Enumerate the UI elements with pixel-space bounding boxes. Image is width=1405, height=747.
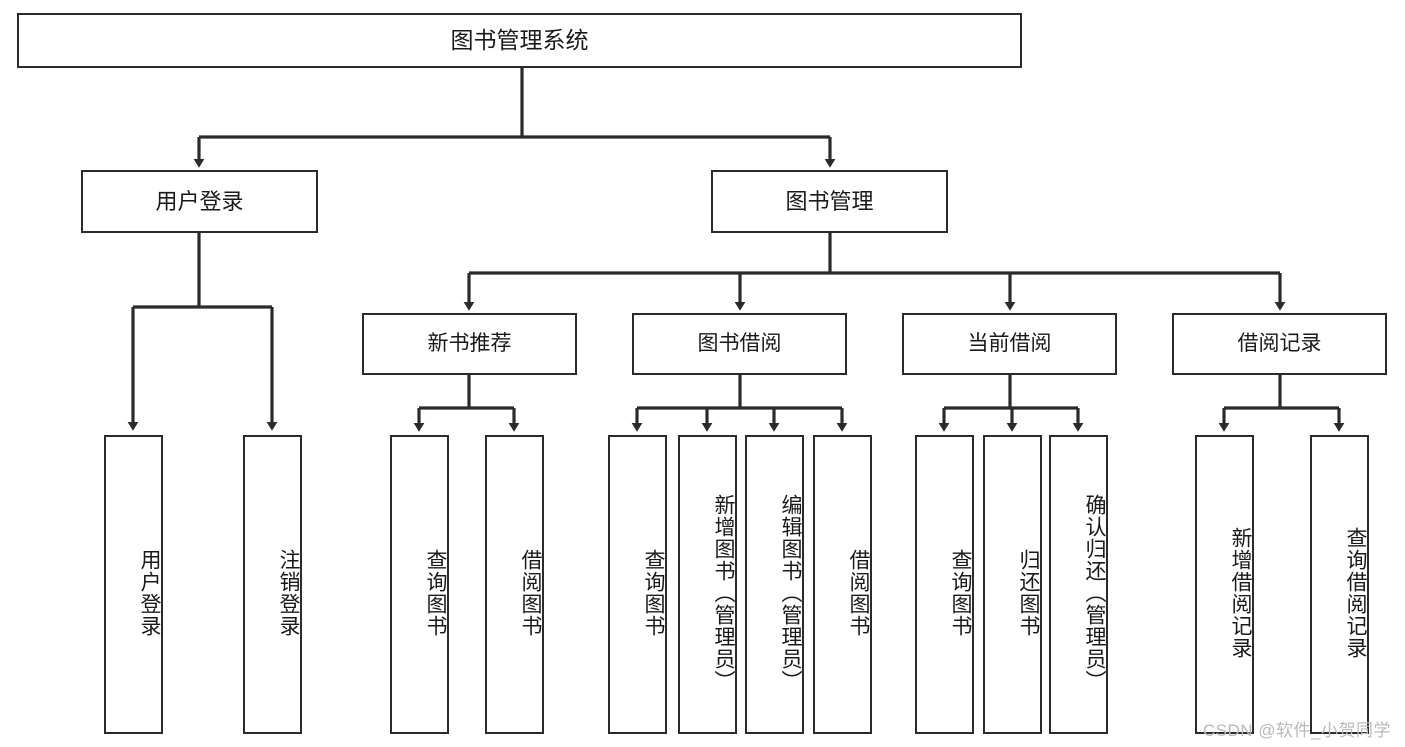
leaf-add-book[interactable]: 新增图书（管理员）: [678, 435, 737, 734]
node-label: 新书推荐: [427, 331, 512, 355]
node-label: 图书借阅: [697, 331, 782, 355]
leaf-add-borrow-record[interactable]: 新增借阅记录: [1195, 435, 1254, 734]
leaf-user-login[interactable]: 用户登录: [104, 435, 163, 734]
leaf-borrow-book-new-recommend[interactable]: 借阅图书: [485, 435, 544, 734]
node-label: 查询图书: [642, 548, 665, 637]
node-label: 用户登录: [155, 188, 244, 214]
node-label: 用户登录: [138, 548, 161, 637]
node-label: 确认归还（管理员）: [1083, 493, 1106, 692]
node-current-borrow[interactable]: 当前借阅: [902, 313, 1117, 375]
leaf-return-book[interactable]: 归还图书: [983, 435, 1042, 734]
node-label: 图书管理系统: [450, 26, 589, 53]
node-label: 注销登录: [277, 548, 300, 637]
node-label: 借阅图书: [519, 548, 542, 637]
leaf-borrow-book-borrow[interactable]: 借阅图书: [813, 435, 872, 734]
node-label: 编辑图书（管理员）: [779, 493, 802, 692]
leaf-query-book-borrow[interactable]: 查询图书: [608, 435, 667, 734]
leaf-logout-login[interactable]: 注销登录: [243, 435, 302, 734]
node-book-borrow[interactable]: 图书借阅: [632, 313, 847, 375]
node-root-book-management-system[interactable]: 图书管理系统: [17, 13, 1022, 68]
node-label: 新增借阅记录: [1229, 526, 1252, 659]
leaf-confirm-return[interactable]: 确认归还（管理员）: [1049, 435, 1108, 734]
node-label: 当前借阅: [967, 331, 1052, 355]
node-book-management[interactable]: 图书管理: [711, 170, 948, 233]
node-label: 新增图书（管理员）: [712, 493, 735, 692]
node-label: 查询借阅记录: [1344, 526, 1367, 659]
node-new-book-recommend[interactable]: 新书推荐: [362, 313, 577, 375]
node-label: 借阅记录: [1237, 331, 1322, 355]
leaf-edit-book[interactable]: 编辑图书（管理员）: [745, 435, 804, 734]
watermark-text: CSDN @软件_小贺同学: [1202, 721, 1391, 740]
node-label: 归还图书: [1017, 548, 1040, 637]
leaf-query-book-current[interactable]: 查询图书: [915, 435, 974, 734]
node-borrow-record[interactable]: 借阅记录: [1172, 313, 1387, 375]
node-label: 查询图书: [424, 548, 447, 637]
leaf-query-book-new-recommend[interactable]: 查询图书: [390, 435, 449, 734]
node-label: 图书管理: [785, 188, 874, 214]
leaf-query-borrow-record[interactable]: 查询借阅记录: [1310, 435, 1369, 734]
node-user-login[interactable]: 用户登录: [81, 170, 318, 233]
node-label: 借阅图书: [847, 548, 870, 637]
node-label: 查询图书: [949, 548, 972, 637]
